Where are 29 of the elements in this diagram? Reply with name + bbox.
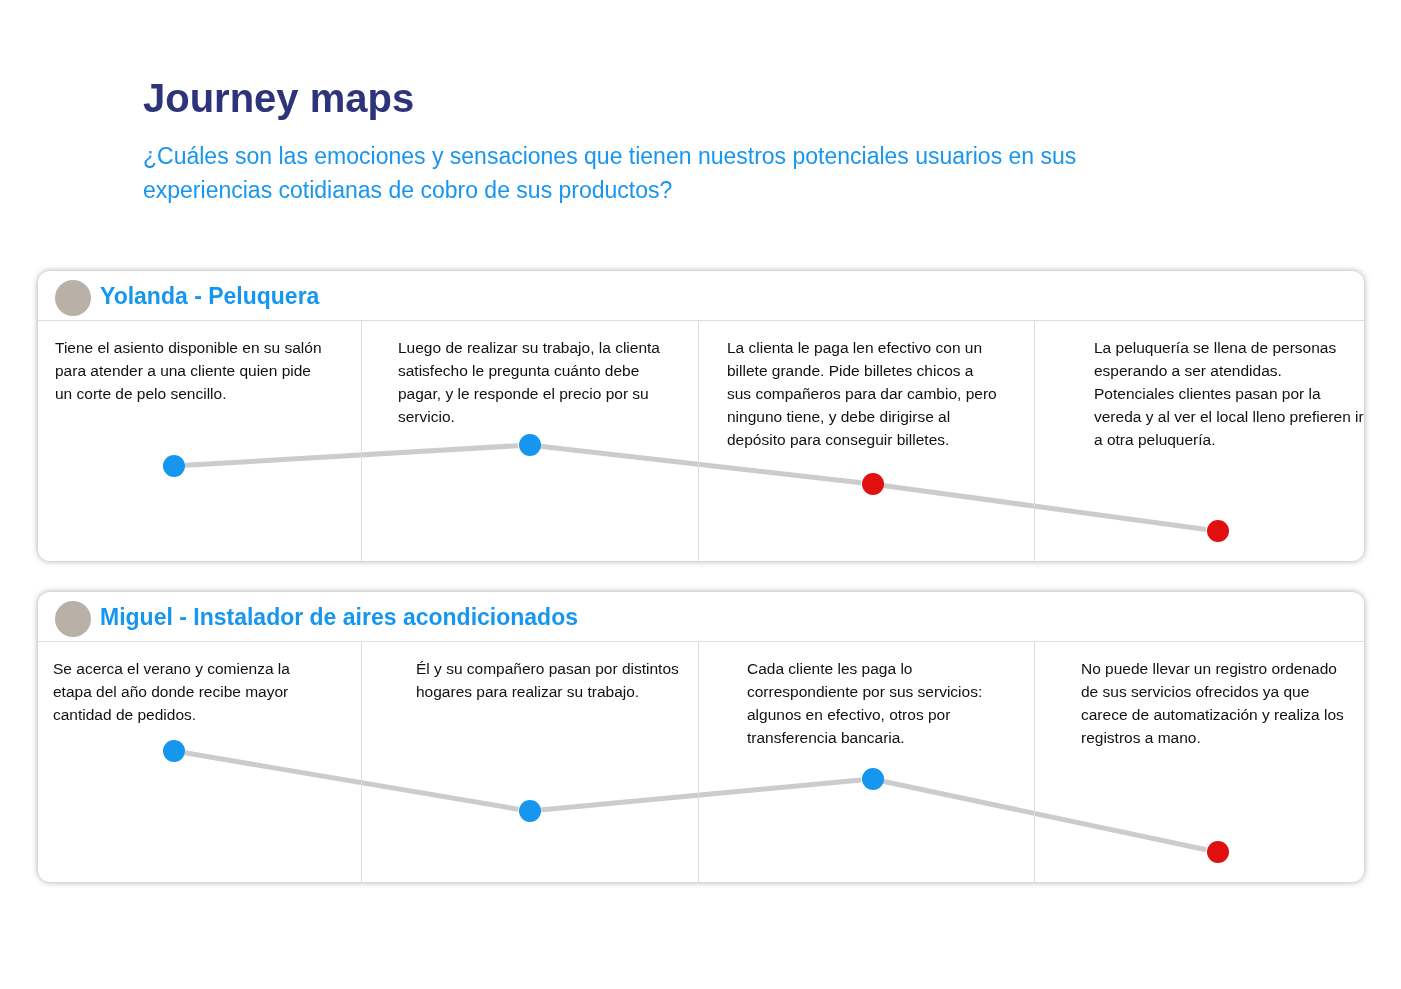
persona-heading: Yolanda - Peluquera [100,283,320,310]
title: Journey maps [143,76,415,121]
stage-description: Tiene el asiento disponible en su salón para atender a una cliente quien pide un corte de pelo sencillo. [55,338,323,404]
stage-description: Él y su compañero pasan por distintos hogares para realizar su trabajo. [416,659,680,702]
stage-description: Se acerca el verano y comienza la etapa del año donde recibe mayor cantidad de pedidos. [53,659,291,725]
stage-description: Luego de realizar su trabajo, la clienta satisfecho le pregunta cuánto debe pagar, y le responde el precio por su servicio. [398,338,661,427]
persona-heading: Miguel - Instalador de aires acondicionados [100,604,578,631]
journey-line [882,483,1207,532]
stage-description: No puede llevar un registro ordenado de sus servicios ofrecidos ya que carece de automatización y realiza los registros a mano. [1081,659,1345,748]
emotion-dot [519,434,541,456]
emotion-dot [862,768,884,790]
stage-description: La peluquería se llena de personas esperando a ser atendidas. Potenciales clientes pasan por la vereda y al ver el local lleno prefieren ir a otra peluquería. [1094,338,1365,450]
stage-description: Cada cliente les paga lo correspondiente por sus servicios: algunos en efectivo, otros por transferencia bancaria. [747,659,984,748]
emotion-dot [519,800,541,822]
emotion-dot [163,455,185,477]
subtitle: ¿Cuáles son las emociones y sensaciones que tienen nuestros potenciales usuarios en sus experiencias cotidianas de cobro de sus productos? [143,142,1078,205]
emotion-dot [1207,520,1229,542]
journey-line [184,750,519,812]
emotion-dot [1207,841,1229,863]
journey-line [882,778,1207,853]
stage-description: La clienta le paga len efectivo con un billete grande. Pide billetes chicos a sus compañeros para dar cambio, pero ninguno tiene, y debe dirigirse al depósito para conseguir billetes. [727,338,998,450]
journey-card [38,271,1364,561]
stage-column [1034,321,1364,561]
journey-line [539,443,862,486]
journey-line [539,777,862,813]
journey-line [184,443,519,468]
emotion-dot [862,473,884,495]
journey-card [38,592,1364,882]
emotion-dot [163,740,185,762]
